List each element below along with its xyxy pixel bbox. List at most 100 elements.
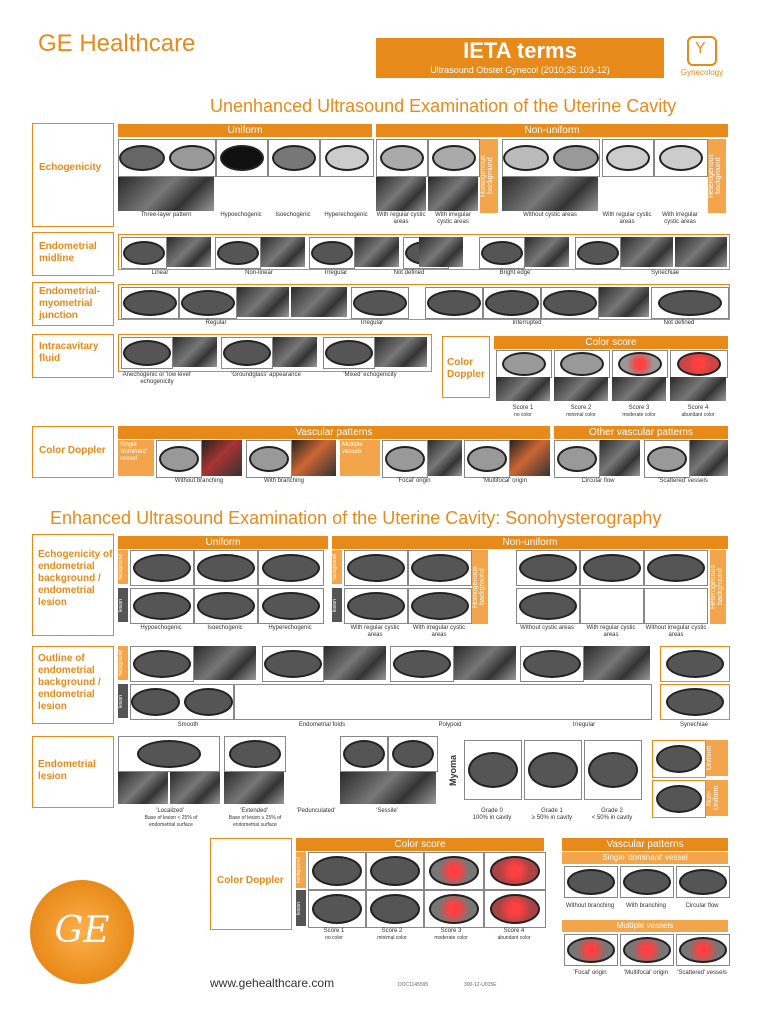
sono-color-score-band: Color score: [296, 838, 544, 851]
sono-multifocal: [620, 934, 674, 966]
multifocal-ultrasound: [510, 440, 550, 476]
citation: Ultrasound Obstet Gynecol (2010;35:103-1…: [430, 65, 610, 75]
caption: Non-linear: [245, 270, 273, 276]
score-label: Score 1: [323, 928, 345, 934]
caption: With irregular cystic areas: [412, 625, 466, 638]
bright-edge-ultrasound: [525, 237, 569, 267]
lesion-images: [118, 736, 438, 806]
score2-ultrasound: [554, 377, 608, 401]
sono-color-images: background lesion: [296, 852, 546, 928]
caption: Without branching: [174, 478, 224, 484]
lesion-label-box: Endometrial lesion: [32, 736, 114, 808]
caption: Without irregular cystic areas: [645, 625, 707, 638]
sono-het-reg-bg: [580, 550, 644, 586]
sono-iso-bg: [194, 550, 258, 586]
smooth-lesion: [130, 684, 234, 720]
sono-score1-bg: [308, 852, 366, 890]
caption: 'Pedunculated': [296, 808, 336, 814]
anechogenic-ultrasound: [173, 337, 217, 367]
sono-color-doppler-label: Color Doppler: [217, 875, 284, 886]
sono-score2-bg: [366, 852, 424, 890]
het-regular-cystic-diagram: [602, 139, 654, 177]
caption: Endometrial folds: [298, 722, 346, 728]
lesion-note: Base of lesion < 25% of endometrial surf…: [144, 815, 198, 828]
interrupted-diagram-3: [541, 287, 599, 319]
echogenicity-label: Echogenicity: [39, 162, 102, 173]
caption: 'Groundglass' appearance: [231, 372, 301, 378]
irregular-junction-diagram: [351, 287, 409, 319]
pedunculated-sessile-ultrasound: [340, 772, 436, 804]
junction-images: [118, 284, 730, 320]
mixed-ultrasound: [375, 337, 427, 367]
score-label: Score 3: [440, 928, 462, 934]
score-label: Score 4: [503, 928, 525, 934]
sono-regcyst-bg: [344, 550, 408, 586]
caption: Polypoid: [438, 722, 462, 728]
irregular-bg: [520, 646, 584, 682]
sono-het-irreg-lesion: [644, 588, 708, 624]
caption: Bright edge: [499, 270, 531, 276]
hyperechogenic-diagram: [320, 139, 374, 177]
sono-without-branching: [564, 866, 618, 898]
sono-scattered: [676, 934, 730, 966]
sono-nocyst-lesion: [516, 588, 580, 624]
sono-score4-lesion: [484, 890, 546, 928]
caption: With regular cystic areas: [350, 625, 400, 638]
score-sub: no color: [325, 935, 343, 941]
not-defined-junction-diagram: [651, 287, 729, 319]
outline-lesion-empty: [234, 684, 652, 720]
caption: 'Focal' origin: [397, 478, 431, 484]
grade-note: < 50% in cavity: [591, 815, 633, 821]
localized-ultrasound-1: [118, 772, 168, 804]
regular-junction-ultrasound: [237, 287, 289, 317]
background-tag-2: background: [332, 550, 342, 584]
caption: Hypoechogenic: [220, 212, 262, 218]
score-sub: minimal color: [377, 935, 407, 941]
caption: 'Multifocal' origin: [483, 478, 527, 484]
myoma-nonuniform-diagram: [652, 780, 706, 818]
vascular-images: Single 'dominant' vessel Multiple vessel…: [118, 440, 728, 478]
sono-score3-bg: [424, 852, 484, 890]
sono-single-images: [562, 866, 730, 898]
smooth-bg: [130, 646, 194, 682]
caption: With regular cystic areas: [376, 212, 426, 225]
outline-label: Outline of endometrial background / endo…: [38, 653, 101, 712]
three-layer-ultrasound: [118, 177, 214, 211]
sono-nocyst-bg: [516, 550, 580, 586]
midline-images: [118, 234, 730, 270]
score-sub: moderate color: [622, 412, 656, 418]
sono-irregcyst-bg: [408, 550, 472, 586]
ieta-title-box: IETA terms Ultrasound Obstet Gynecol (20…: [376, 38, 664, 78]
sono-score3-lesion: [424, 890, 484, 928]
caption: Isoechogenic: [275, 212, 311, 218]
score-sub: abundant color: [681, 412, 715, 418]
myoma-nonuniform-label: Non-Uniform: [706, 780, 728, 816]
caption: With branching: [625, 903, 667, 909]
fluid-label-box: Intracavitary fluid: [32, 334, 114, 378]
nonlinear-diagram: [215, 237, 261, 269]
footer-url[interactable]: www.gehealthcare.com: [210, 976, 335, 990]
folds-ultrasound: [324, 646, 386, 680]
caption: Without cystic areas: [520, 625, 574, 631]
grade-note: 100% in cavity: [472, 815, 512, 821]
score-label: Score 4: [687, 405, 709, 411]
lesion-tag: lesion: [118, 588, 128, 622]
sono-heterogeneous-label: Heterogenous background: [710, 550, 726, 624]
caption: 'Scattered' vessels: [677, 970, 727, 976]
caption: 'Scattered' vessels: [658, 478, 708, 484]
score2-diagram: [554, 350, 610, 378]
multifocal-diagram: [464, 440, 510, 478]
irregular-junction-ultrasound-1: [291, 287, 347, 317]
color-lesion-tag: lesion: [296, 890, 306, 926]
color-doppler-label: Color Doppler: [447, 357, 485, 380]
sono-hypo-bg: [130, 550, 194, 586]
caption: Synechiae: [650, 270, 680, 276]
sono-het-reg-lesion: [580, 588, 644, 624]
not-defined-ultrasound: [419, 237, 463, 267]
junction-label: Endometrial-myometrial junction: [39, 286, 101, 321]
nonlinear-ultrasound: [261, 237, 305, 267]
